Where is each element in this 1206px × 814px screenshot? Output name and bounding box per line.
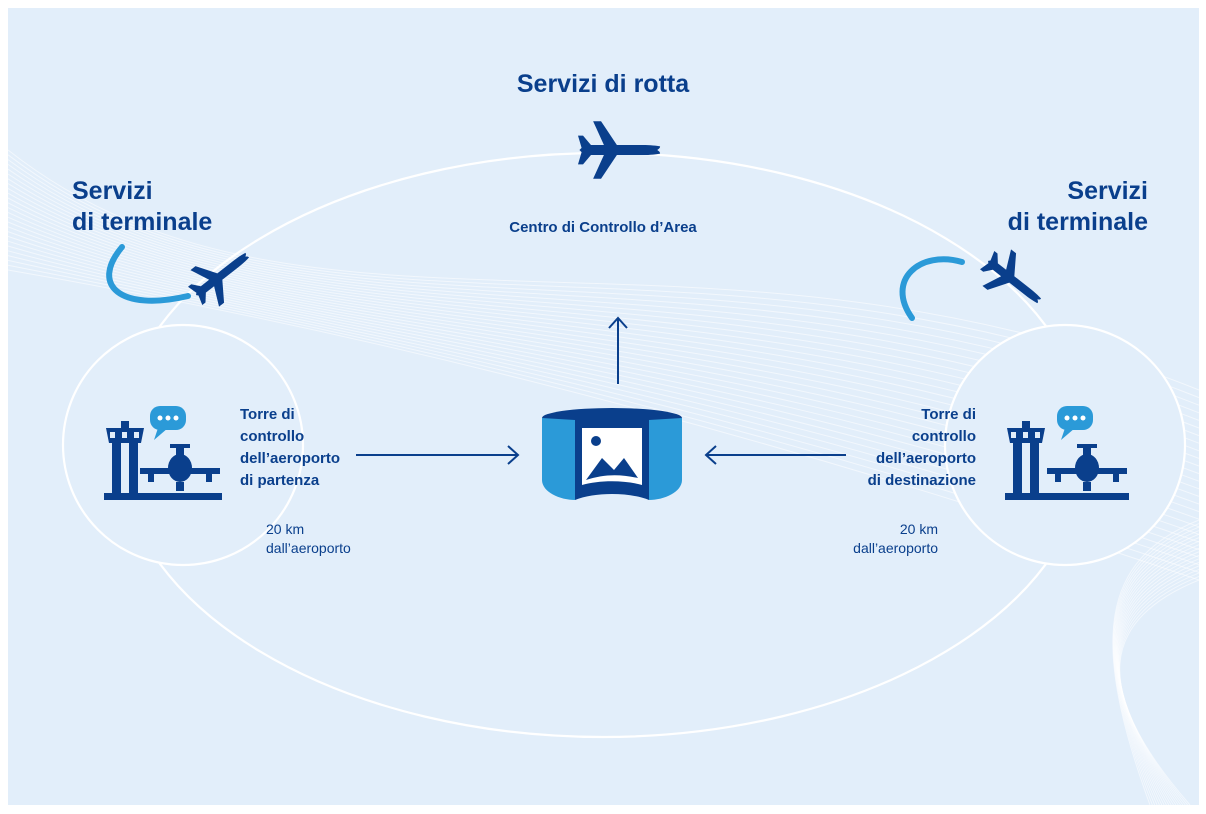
departure-tower-line: Torre di [240,406,295,423]
terminal-right-arc-icon [899,256,965,321]
terminal-left-arc-icon [106,244,191,304]
departure-distance-unit: dall’aeroporto [266,540,351,556]
wave-line [1113,526,1200,806]
terminal-right-airplane-icon [972,241,1054,320]
destination-control-tower-icon [1005,421,1129,500]
wave-line [1114,533,1200,806]
wave-line [1114,537,1200,806]
departure-tower-label: Torre di controllo dell’aeroporto di par… [240,404,340,492]
wave-line [7,149,1200,391]
destination-tower-label: Torre di controllo dell’aeroporto di des… [868,404,976,492]
destination-distance-label: 20 km dall’aeroporto [853,520,938,558]
terminal-right-line2: di terminale [1007,208,1148,236]
departure-tower-line: controllo [240,428,305,445]
departure-distance-label: 20 km dall’aeroporto [266,520,351,558]
terminal-services-left-title: Servizi di terminale [72,176,212,238]
destination-tower-line: Torre di [921,406,976,423]
wave-line [7,159,1200,406]
enroute-services-title: Servizi di rotta [516,70,690,98]
terminal-left-airplane-icon [180,236,262,315]
destination-zone-circle [943,323,1187,567]
wave-line [1112,523,1200,806]
arrow-center-up [608,316,628,384]
destination-distance-value: 20 km [899,521,938,537]
arrow-right-to-center [704,445,846,465]
departure-tower-line: di partenza [240,472,320,489]
wave-line [7,154,1200,399]
destination-tower-line: di destinazione [867,472,976,489]
departure-distance-value: 20 km [266,521,305,537]
destination-speech-bubble-icon [1057,406,1093,440]
terminal-left-line1: Servizi [72,177,153,205]
destination-tower-line: dell’aeroporto [875,450,976,467]
destination-distance-unit: dall’aeroporto [853,540,938,556]
departure-control-tower-icon [104,421,222,500]
wave-line [7,163,1200,414]
arrow-left-to-center [356,445,520,465]
remote-tower-panorama-icon [542,408,682,500]
wave-line [1112,519,1200,806]
enroute-airplane-icon [578,121,661,179]
departure-speech-bubble-icon [150,406,186,440]
terminal-right-line1: Servizi [1067,177,1148,205]
area-control-center-label: Centro di Controllo d’Area [509,219,697,236]
wave-line [7,168,1200,421]
terminal-services-right-title: Servizi di terminale [1008,176,1148,238]
destination-tower-line: controllo [911,428,976,445]
departure-tower-line: dell’aeroporto [240,450,341,467]
terminal-left-line2: di terminale [72,208,213,236]
wave-line [1119,579,1200,806]
wave-line [1113,530,1200,806]
